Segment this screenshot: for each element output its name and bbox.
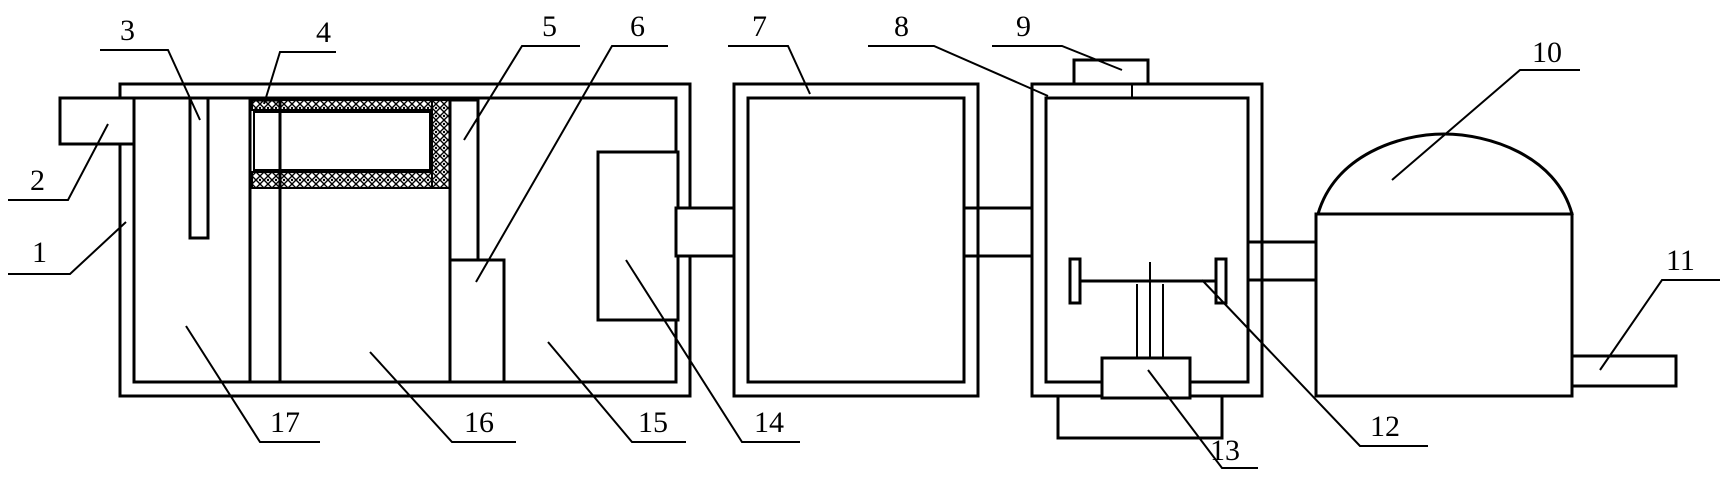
inlet-pipe-2 — [58, 96, 136, 146]
label-1: 1 — [32, 236, 47, 269]
label-12: 12 — [1370, 410, 1400, 443]
label-2: 2 — [30, 164, 45, 197]
label-7: 7 — [752, 10, 767, 43]
tank-7 — [732, 82, 980, 398]
label-17: 17 — [270, 406, 300, 439]
label-16: 16 — [464, 406, 494, 439]
filter-layer-4 — [251, 99, 451, 189]
label-3: 3 — [120, 14, 135, 47]
pipe-tank7-to-tank8 — [962, 206, 1034, 258]
label-8: 8 — [894, 10, 909, 43]
label-5: 5 — [542, 10, 557, 43]
label-14: 14 — [754, 406, 784, 439]
storage-tank-10 — [1314, 132, 1574, 398]
baffle-plate-3 — [188, 96, 210, 240]
label-10: 10 — [1532, 36, 1562, 69]
label-15: 15 — [638, 406, 668, 439]
unit-14 — [596, 150, 680, 322]
pump-block-6 — [448, 258, 506, 384]
aerator-13 — [1100, 356, 1192, 400]
label-9: 9 — [1016, 10, 1031, 43]
agitator-12 — [1068, 257, 1228, 360]
label-13: 13 — [1210, 434, 1240, 467]
motor-9 — [1072, 58, 1150, 98]
label-11: 11 — [1666, 244, 1695, 277]
outlet-pipe-11 — [1570, 354, 1678, 388]
pipe-tank8-to-tank10 — [1246, 240, 1318, 282]
label-6: 6 — [630, 10, 645, 43]
pipe-tank1-to-tank7 — [674, 206, 736, 258]
leader-lines — [8, 45, 1720, 469]
label-4: 4 — [316, 16, 331, 49]
